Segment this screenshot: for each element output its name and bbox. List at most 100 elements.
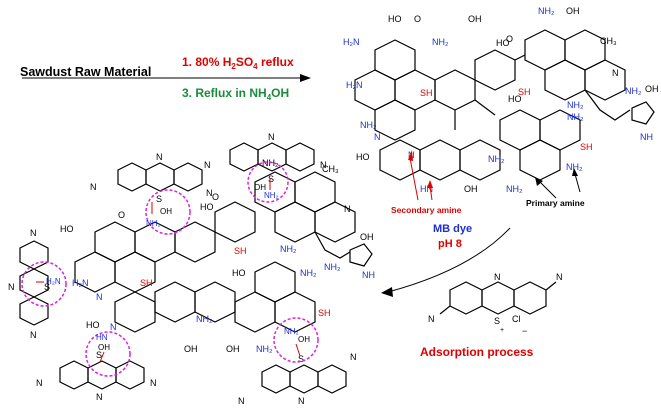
mb-n: N [494, 272, 501, 282]
svg-text:OH: OH [360, 232, 374, 242]
mb-cl: Cl [512, 314, 521, 324]
svg-text:N: N [156, 152, 163, 162]
label-nh2: NH₂ [566, 162, 583, 172]
label-nh2: H₂N [343, 37, 360, 47]
label-n: N [374, 132, 381, 142]
svg-text:SH: SH [234, 246, 247, 256]
svg-text:S: S [298, 354, 304, 364]
label-nh2: NH₂ [567, 100, 584, 110]
label-n: N [612, 68, 619, 78]
svg-text:N: N [96, 392, 103, 402]
svg-text:HO: HO [60, 224, 74, 234]
svg-text:O: O [118, 210, 125, 220]
adsorbed-structure-bottom [74, 171, 373, 333]
label-ho: HO [388, 14, 402, 24]
label-nh2: NH₂ [625, 86, 642, 96]
label-oh: OH [468, 14, 482, 24]
svg-text:OH: OH [298, 335, 310, 344]
primary-amine-label: Primary amine [526, 198, 585, 208]
label-nh2: NH₂ [360, 120, 377, 130]
svg-text:HO: HO [232, 268, 246, 278]
label-nh2: NH₂ [567, 112, 584, 122]
svg-text:N: N [36, 378, 43, 388]
label-ho: HO [508, 94, 522, 104]
aminated-carbon-structure-top [354, 29, 655, 181]
svg-text:N: N [206, 188, 213, 198]
reaction-arrow-head [300, 74, 311, 82]
label-sh: SH [518, 87, 531, 97]
svg-text:N: N [268, 132, 275, 142]
adsorption-arrow [387, 227, 511, 293]
svg-text:NH₂: NH₂ [264, 191, 279, 200]
step3-condition: 3. Reflux in NH4OH [182, 86, 289, 102]
svg-text:OH: OH [226, 344, 240, 354]
label-nh2: NH₂ [538, 6, 555, 16]
svg-text:NH₂: NH₂ [300, 268, 317, 278]
label-nh2: NH₂ [488, 154, 505, 164]
ph-label: pH 8 [438, 238, 462, 250]
label-sh: SH [420, 88, 433, 98]
svg-text:CH₃: CH₃ [322, 164, 339, 174]
svg-text:NH₂: NH₂ [146, 219, 161, 228]
svg-text:S: S [156, 194, 162, 204]
svg-text:HN: HN [96, 333, 108, 342]
svg-text:N: N [30, 330, 37, 340]
label-o: O [414, 14, 421, 24]
svg-text:H₂N: H₂N [46, 277, 61, 286]
secondary-amine-label: Secondary amine [391, 205, 462, 215]
top-structure-labels: H₂N HO O NH₂ OH H₂N NH₂ SH HO O SH NH₂ O… [343, 6, 659, 194]
svg-text:S: S [96, 350, 102, 360]
svg-text:N: N [350, 352, 357, 362]
svg-text:N: N [96, 292, 103, 302]
svg-text:HO: HO [200, 202, 214, 212]
amine-annotations: Secondary amine Primary amine [391, 150, 585, 215]
svg-text:OH: OH [184, 344, 198, 354]
svg-text:N: N [150, 378, 157, 388]
svg-text:NH₂: NH₂ [284, 327, 299, 336]
svg-text:OH: OH [160, 207, 172, 216]
svg-text:NH₂: NH₂ [280, 244, 297, 254]
svg-text:H₂N: H₂N [72, 278, 89, 288]
svg-text:SH: SH [318, 308, 331, 318]
mb-nme2: N [428, 314, 435, 324]
svg-text:N: N [110, 322, 117, 332]
svg-text:SH: SH [140, 278, 153, 288]
starting-material-label: Sawdust Raw Material [20, 65, 151, 79]
label-ch3: CH₃ [600, 36, 617, 46]
label-hn: HN [420, 184, 433, 194]
label-nh2: NH₂ [506, 184, 523, 194]
svg-text:N: N [320, 160, 327, 170]
label-oh: OH [566, 6, 580, 16]
label-oh: OH [645, 84, 659, 94]
label-sh: SH [580, 142, 593, 152]
svg-text:N: N [344, 204, 351, 214]
svg-text:NH₂: NH₂ [196, 314, 213, 324]
svg-text:HO: HO [86, 320, 100, 330]
adsorption-arrow-head [381, 287, 393, 297]
svg-text:OH: OH [254, 183, 266, 192]
step1-condition: 1. 80% H2SO4 reflux [182, 55, 294, 71]
mb-minus: − [522, 326, 527, 336]
label-o: O [506, 34, 513, 44]
svg-text:N: N [30, 228, 37, 238]
interaction-labels: OH NH₂ OH NH₂ H₂N OH HN NH₂ OH [36, 178, 310, 363]
svg-text:N: N [8, 282, 15, 292]
label-nh2: H₂N [346, 80, 363, 90]
bound-mb-molecules: N S N N N S N N N N S N S N N N S N N N [8, 132, 357, 406]
svg-text:NH₂: NH₂ [262, 158, 279, 168]
svg-text:N: N [90, 182, 97, 192]
svg-text:S: S [44, 282, 50, 292]
svg-text:S: S [268, 174, 274, 184]
label-oh: OH [464, 184, 478, 194]
adsorption-process-label: Adsorption process [420, 345, 534, 359]
interaction-circles [21, 161, 319, 377]
svg-text:N: N [238, 396, 245, 406]
label-nh2: NH₂ [432, 37, 449, 47]
methylene-blue-reagent: N S + Cl − N N [428, 272, 563, 336]
mb-dye-label: MB dye [433, 223, 472, 235]
mb-plus: + [500, 327, 504, 334]
svg-text:NH₂: NH₂ [324, 262, 341, 272]
svg-text:O: O [212, 192, 219, 202]
label-ho: HO [496, 38, 510, 48]
